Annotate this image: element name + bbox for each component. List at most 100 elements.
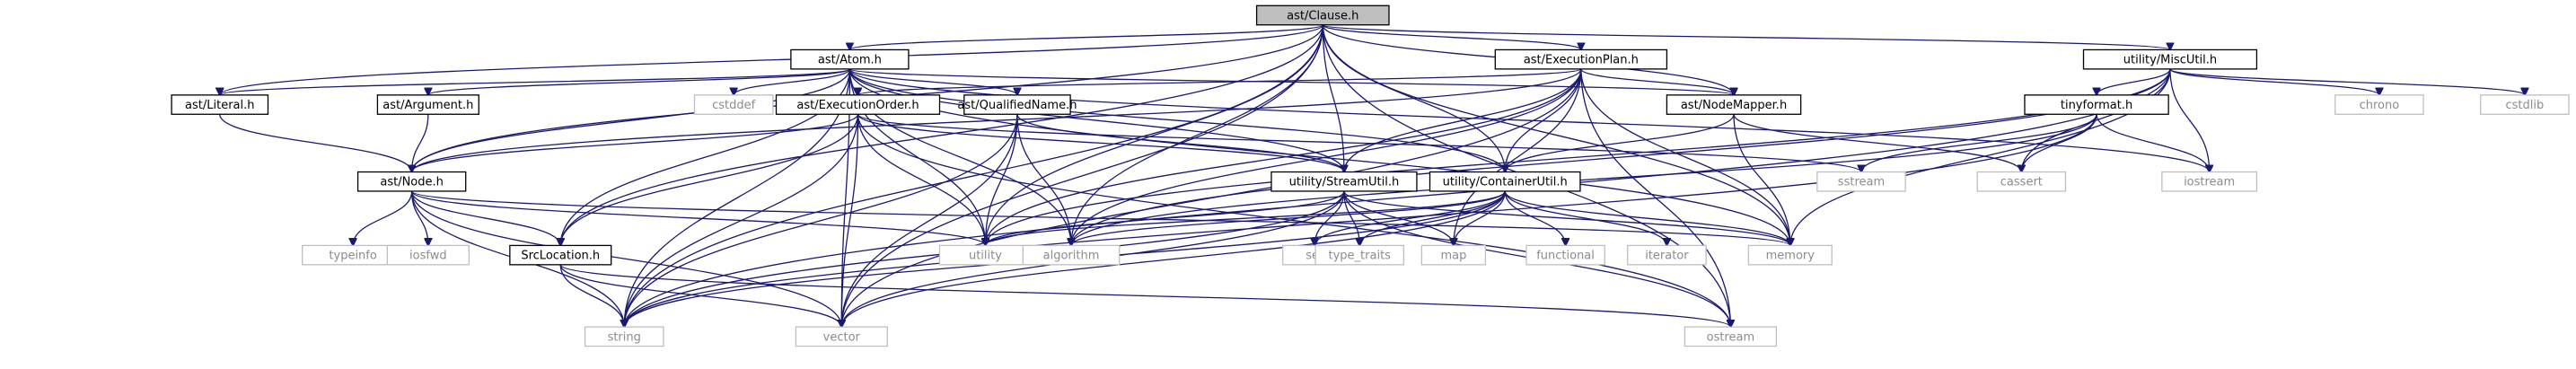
node-argument-label: ast/Argument.h bbox=[382, 99, 473, 112]
node-chrono-box bbox=[2334, 94, 2424, 115]
node-nodemapper[interactable]: ast/NodeMapper.h bbox=[1666, 94, 1802, 115]
node-vector-label: vector bbox=[823, 330, 861, 344]
edge-miscutil-to-chrono bbox=[2169, 68, 2379, 95]
node-miscutil[interactable]: utility/MiscUtil.h bbox=[2082, 48, 2258, 70]
node-iterator-label: iterator bbox=[1645, 250, 1689, 263]
node-sstream: sstream bbox=[1816, 171, 1906, 192]
edge-tinyformat-to-iostream bbox=[2096, 114, 2210, 171]
node-chrono-label: chrono bbox=[2360, 99, 2400, 112]
node-srclocation[interactable]: SrcLocation.h bbox=[509, 244, 612, 266]
node-iosfwd-label: iosfwd bbox=[409, 250, 447, 263]
node-argument-box bbox=[376, 94, 479, 115]
node-map-label: map bbox=[1440, 250, 1466, 263]
node-cstddef: cstddef bbox=[693, 94, 774, 115]
node-execplan-label: ast/ExecutionPlan.h bbox=[1524, 54, 1639, 67]
edge-containerutil-to-vector bbox=[841, 190, 1506, 327]
node-srclocation-label: SrcLocation.h bbox=[521, 250, 600, 263]
edge-execplan-to-utility bbox=[985, 68, 1582, 246]
node-literal[interactable]: ast/Literal.h bbox=[171, 94, 269, 115]
node-qualname-label: ast/QualifiedName.h bbox=[957, 99, 1077, 112]
node-sstream-label: sstream bbox=[1838, 176, 1885, 189]
node-string: string bbox=[584, 326, 664, 347]
node-string-label: string bbox=[608, 330, 641, 344]
node-streamutil-label: utility/StreamUtil.h bbox=[1289, 176, 1400, 189]
edge-execplan-to-nodemapper bbox=[1580, 68, 1734, 95]
edge-atom-to-argument bbox=[428, 68, 851, 95]
node-cstdlib-label: cstdlib bbox=[2506, 99, 2545, 112]
edge-clause-to-utility bbox=[985, 24, 1323, 246]
node-ostream-box bbox=[1684, 326, 1777, 347]
node-node-label: ast/Node.h bbox=[380, 176, 444, 189]
node-tinyformat[interactable]: tinyformat.h bbox=[2024, 94, 2169, 115]
node-miscutil-label: utility/MiscUtil.h bbox=[2123, 54, 2217, 67]
edge-miscutil-to-tinyformat bbox=[2097, 68, 2171, 95]
edge-execplan-to-node bbox=[412, 68, 1582, 172]
node-containerutil[interactable]: utility/ContainerUtil.h bbox=[1429, 171, 1581, 192]
edge-srclocation-to-ostream bbox=[559, 264, 1730, 327]
node-atom[interactable]: ast/Atom.h bbox=[790, 48, 910, 70]
node-argument[interactable]: ast/Argument.h bbox=[376, 94, 479, 115]
node-execorder-box bbox=[775, 94, 941, 115]
node-cassert-box bbox=[1976, 171, 2067, 192]
edge-containerutil-to-functional bbox=[1504, 190, 1565, 245]
node-iostream-label: iostream bbox=[2184, 176, 2235, 189]
edge-atom-to-node bbox=[412, 68, 851, 172]
node-typeinfo: typeinfo bbox=[302, 244, 405, 266]
edge-execorder-to-srclocation bbox=[560, 114, 859, 245]
node-nodemapper-label: ast/NodeMapper.h bbox=[1681, 99, 1787, 112]
edge-nodemapper-to-containerutil bbox=[1505, 114, 1735, 171]
edge-nodemapper-to-memory bbox=[1733, 114, 1790, 245]
edge-clause-to-memory bbox=[1322, 24, 1790, 246]
edge-qualname-to-algorithm bbox=[1016, 114, 1071, 245]
node-vector: vector bbox=[795, 326, 888, 347]
edge-clause-to-srclocation bbox=[560, 24, 1323, 246]
node-literal-label: ast/Literal.h bbox=[185, 99, 254, 112]
node-clause[interactable]: ast/Clause.h bbox=[1255, 4, 1390, 26]
edge-atom-to-streamutil bbox=[848, 68, 1344, 172]
edge-nodemapper-to-cassert bbox=[1733, 114, 2021, 171]
node-functional-box bbox=[1525, 244, 1605, 266]
node-streamutil[interactable]: utility/StreamUtil.h bbox=[1270, 171, 1418, 192]
node-iostream: iostream bbox=[2161, 171, 2258, 192]
node-memory-label: memory bbox=[1766, 250, 1816, 263]
edge-containerutil-to-memory bbox=[1504, 190, 1790, 245]
node-miscutil-box bbox=[2082, 48, 2258, 70]
node-functional-label: functional bbox=[1536, 250, 1595, 263]
edge-containerutil-to-algorithm bbox=[1071, 190, 1506, 245]
edge-containerutil-to-utility bbox=[985, 190, 1506, 245]
edge-qualname-to-vector bbox=[841, 114, 1018, 327]
edge-node-to-typeinfo bbox=[353, 190, 413, 245]
edge-qualname-to-streamutil bbox=[1016, 114, 1344, 171]
node-sstream-box bbox=[1816, 171, 1906, 192]
edge-execplan-to-algorithm bbox=[1071, 68, 1582, 246]
edge-tinyformat-to-algorithm bbox=[1071, 114, 2097, 245]
node-execplan-box bbox=[1494, 48, 1668, 70]
node-qualname[interactable]: ast/QualifiedName.h bbox=[957, 94, 1077, 115]
edge-srclocation-to-string bbox=[559, 264, 624, 327]
edge-atom-to-containerutil bbox=[848, 68, 1505, 172]
edge-node-to-vector bbox=[410, 190, 842, 327]
node-clause-box bbox=[1255, 4, 1390, 26]
edge-tinyformat-to-sstream bbox=[1861, 114, 2097, 171]
node-iterator-box bbox=[1627, 244, 1707, 266]
node-typetraits-box bbox=[1314, 244, 1405, 266]
node-chrono: chrono bbox=[2334, 94, 2424, 115]
edge-execorder-to-ostream bbox=[857, 114, 1731, 327]
nodes-layer: ast/Clause.h ast/Atom.h ast/ExecutionPlan.… bbox=[171, 4, 2570, 347]
edge-execorder-to-streamutil bbox=[857, 113, 1344, 171]
edge-execplan-to-map bbox=[1454, 68, 1582, 246]
edge-containerutil-to-iterator bbox=[1504, 190, 1666, 245]
node-node[interactable]: ast/Node.h bbox=[356, 171, 467, 192]
edge-atom-to-nodemapper bbox=[848, 68, 1734, 95]
node-nodemapper-box bbox=[1666, 94, 1802, 115]
edge-clause-to-execplan bbox=[1322, 24, 1581, 50]
node-ostream: ostream bbox=[1684, 326, 1777, 347]
node-execplan[interactable]: ast/ExecutionPlan.h bbox=[1494, 48, 1668, 70]
edge-execplan-to-containerutil bbox=[1505, 68, 1582, 172]
node-iosfwd-box bbox=[386, 244, 470, 266]
edge-qualname-to-string bbox=[624, 114, 1018, 327]
node-tinyformat-label: tinyformat.h bbox=[2061, 99, 2132, 112]
node-algorithm-label: algorithm bbox=[1043, 250, 1100, 263]
node-utility-label: utility bbox=[969, 250, 1002, 263]
node-execorder[interactable]: ast/ExecutionOrder.h bbox=[775, 94, 941, 115]
